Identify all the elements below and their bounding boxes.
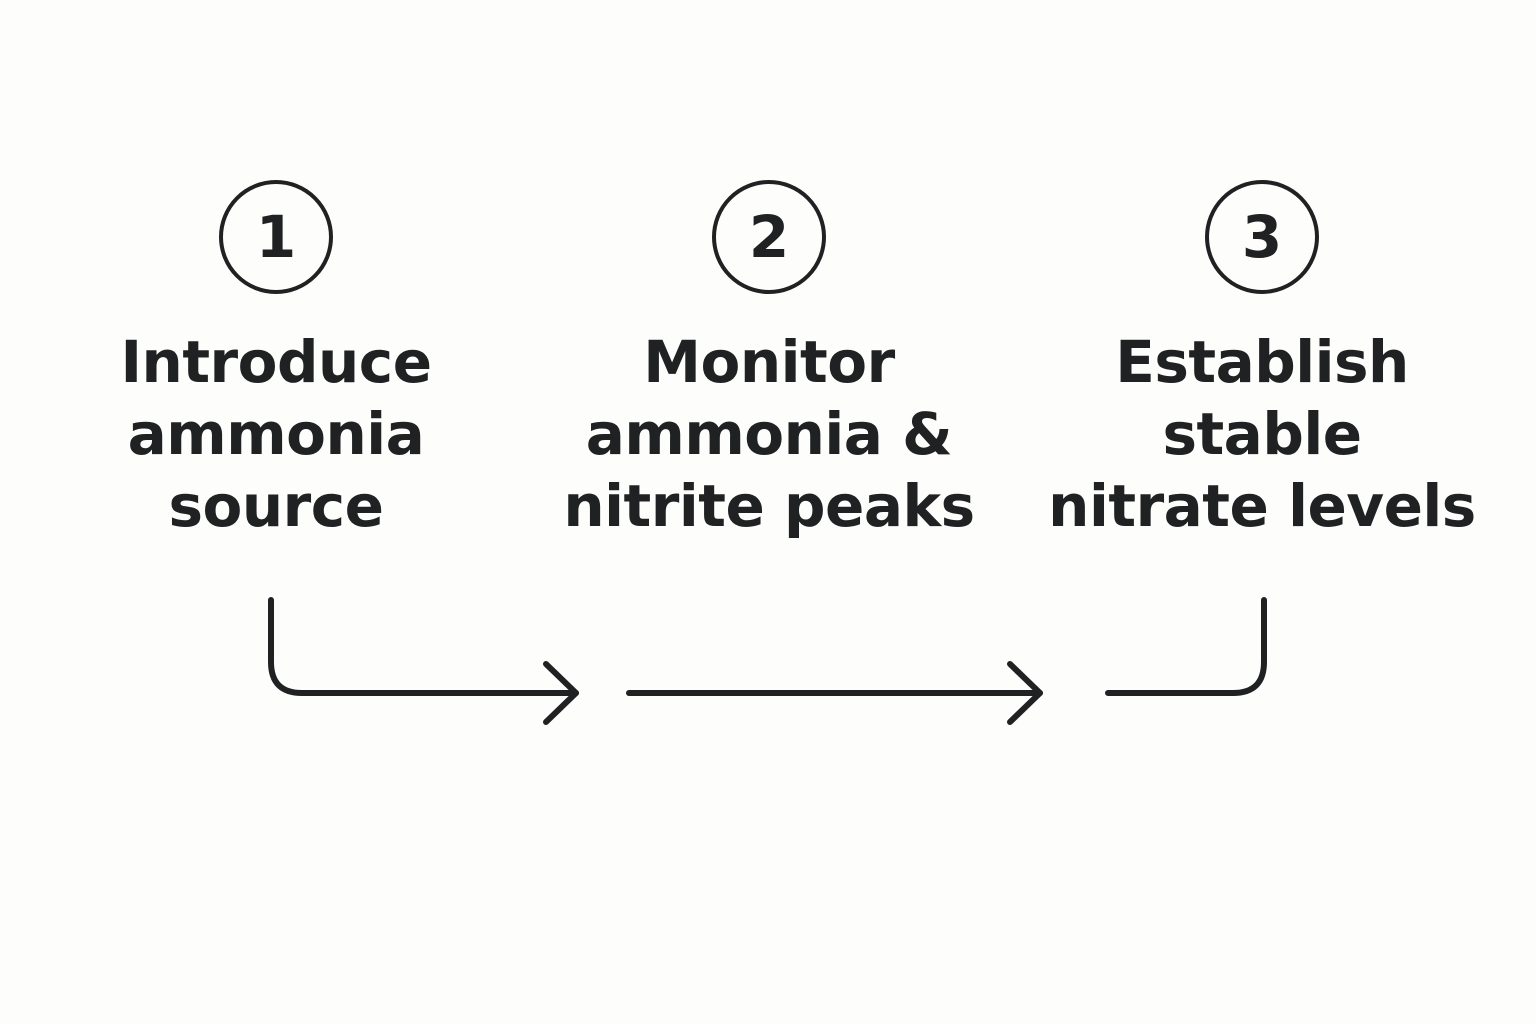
step-3-number: 3 <box>1241 203 1283 271</box>
step-2-number: 2 <box>748 203 790 271</box>
step-3-label-line-3: nitrate levels <box>1048 472 1476 540</box>
step-1: 1 Introduce ammonia source <box>66 180 486 542</box>
step-3-number-circle: 3 <box>1205 180 1319 294</box>
connector-from-step3 <box>1105 597 1267 696</box>
step-3-label-line-1: Establish <box>1115 328 1409 396</box>
arrow-step1-to-step2 <box>268 597 579 696</box>
step-2: 2 Monitor ammonia & nitrite peaks <box>559 180 979 542</box>
step-2-number-circle: 2 <box>712 180 826 294</box>
step-1-number: 1 <box>255 203 297 271</box>
step-2-label-line-3: nitrite peaks <box>563 472 975 540</box>
step-2-label: Monitor ammonia & nitrite peaks <box>563 326 975 542</box>
step-3-label-line-2: stable <box>1162 400 1362 468</box>
arrow-step2-to-step3-head <box>1007 661 1043 725</box>
step-2-label-line-2: ammonia & <box>585 400 953 468</box>
step-1-label-line-3: source <box>168 472 384 540</box>
step-3-label: Establish stable nitrate levels <box>1048 326 1476 542</box>
step-3: 3 Establish stable nitrate levels <box>1048 180 1476 542</box>
step-1-label-line-2: ammonia <box>127 400 425 468</box>
arrow-step1-to-step2-head <box>543 661 579 725</box>
step-1-label-line-1: Introduce <box>120 328 432 396</box>
step-1-label: Introduce ammonia source <box>120 326 432 542</box>
step-1-number-circle: 1 <box>219 180 333 294</box>
step-2-label-line-1: Monitor <box>643 328 895 396</box>
